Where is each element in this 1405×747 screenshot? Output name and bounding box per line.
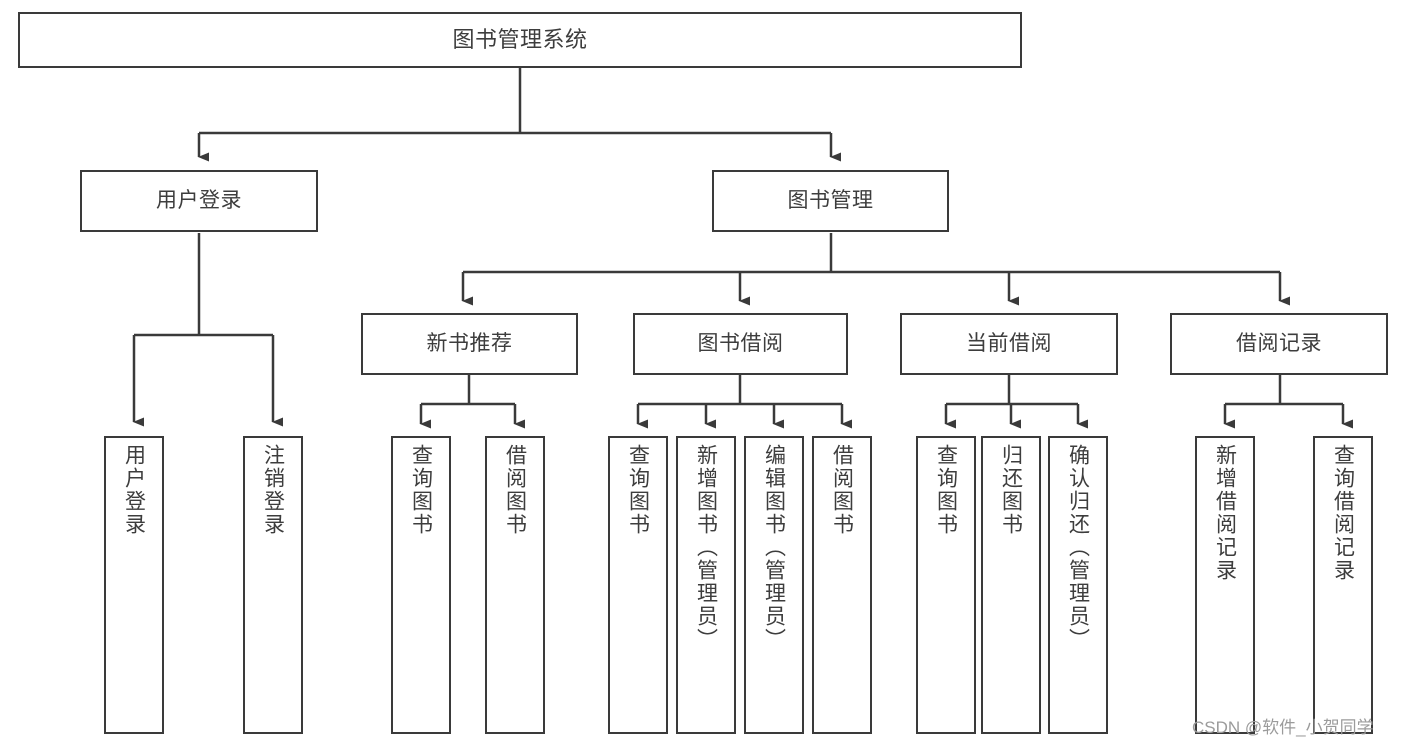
leaf-borrow-borrow-book[interactable]: 借阅图书: [812, 436, 872, 734]
leaf-recommend-query-book[interactable]: 查询图书: [391, 436, 451, 734]
node-user-login[interactable]: 用户登录: [80, 170, 318, 232]
node-label: 编辑图书（管理员）: [762, 444, 786, 651]
node-book-management[interactable]: 图书管理: [712, 170, 949, 232]
node-label: 借阅图书: [503, 444, 527, 536]
node-label: 查询图书: [934, 444, 958, 536]
node-label: 确认归还（管理员）: [1066, 444, 1090, 651]
node-label: 查询借阅记录: [1331, 444, 1355, 582]
node-borrow-record[interactable]: 借阅记录: [1170, 313, 1388, 375]
node-label: 新增图书（管理员）: [694, 444, 718, 651]
node-label: 新增借阅记录: [1213, 444, 1237, 582]
leaf-borrow-add-book-admin[interactable]: 新增图书（管理员）: [676, 436, 736, 734]
node-label: 当前借阅: [966, 332, 1052, 356]
leaf-user-login[interactable]: 用户登录: [104, 436, 164, 734]
node-label: 归还图书: [999, 444, 1023, 536]
leaf-record-add-record[interactable]: 新增借阅记录: [1195, 436, 1255, 734]
node-label: 查询图书: [626, 444, 650, 536]
node-label: 用户登录: [156, 189, 242, 213]
node-label: 查询图书: [409, 444, 433, 536]
node-label: 借阅图书: [830, 444, 854, 536]
leaf-user-logout[interactable]: 注销登录: [243, 436, 303, 734]
node-label: 注销登录: [261, 444, 285, 536]
node-root-system[interactable]: 图书管理系统: [18, 12, 1022, 68]
node-new-book-recommend[interactable]: 新书推荐: [361, 313, 578, 375]
node-book-borrow[interactable]: 图书借阅: [633, 313, 848, 375]
node-label: 新书推荐: [426, 332, 513, 356]
leaf-current-return-book[interactable]: 归还图书: [981, 436, 1041, 734]
leaf-borrow-query-book[interactable]: 查询图书: [608, 436, 668, 734]
leaf-current-query-book[interactable]: 查询图书: [916, 436, 976, 734]
node-label: 用户登录: [122, 444, 146, 536]
leaf-recommend-borrow-book[interactable]: 借阅图书: [485, 436, 545, 734]
leaf-record-query-record[interactable]: 查询借阅记录: [1313, 436, 1373, 734]
leaf-borrow-edit-book-admin[interactable]: 编辑图书（管理员）: [744, 436, 804, 734]
node-label: 图书管理系统: [452, 26, 588, 52]
leaf-current-confirm-return-admin[interactable]: 确认归还（管理员）: [1048, 436, 1108, 734]
csdn-watermark: CSDN @软件_小贺同学: [1192, 718, 1374, 737]
node-label: 图书借阅: [697, 332, 784, 356]
node-label: 图书管理: [787, 189, 874, 213]
node-label: 借阅记录: [1236, 332, 1322, 356]
node-current-borrow[interactable]: 当前借阅: [900, 313, 1118, 375]
